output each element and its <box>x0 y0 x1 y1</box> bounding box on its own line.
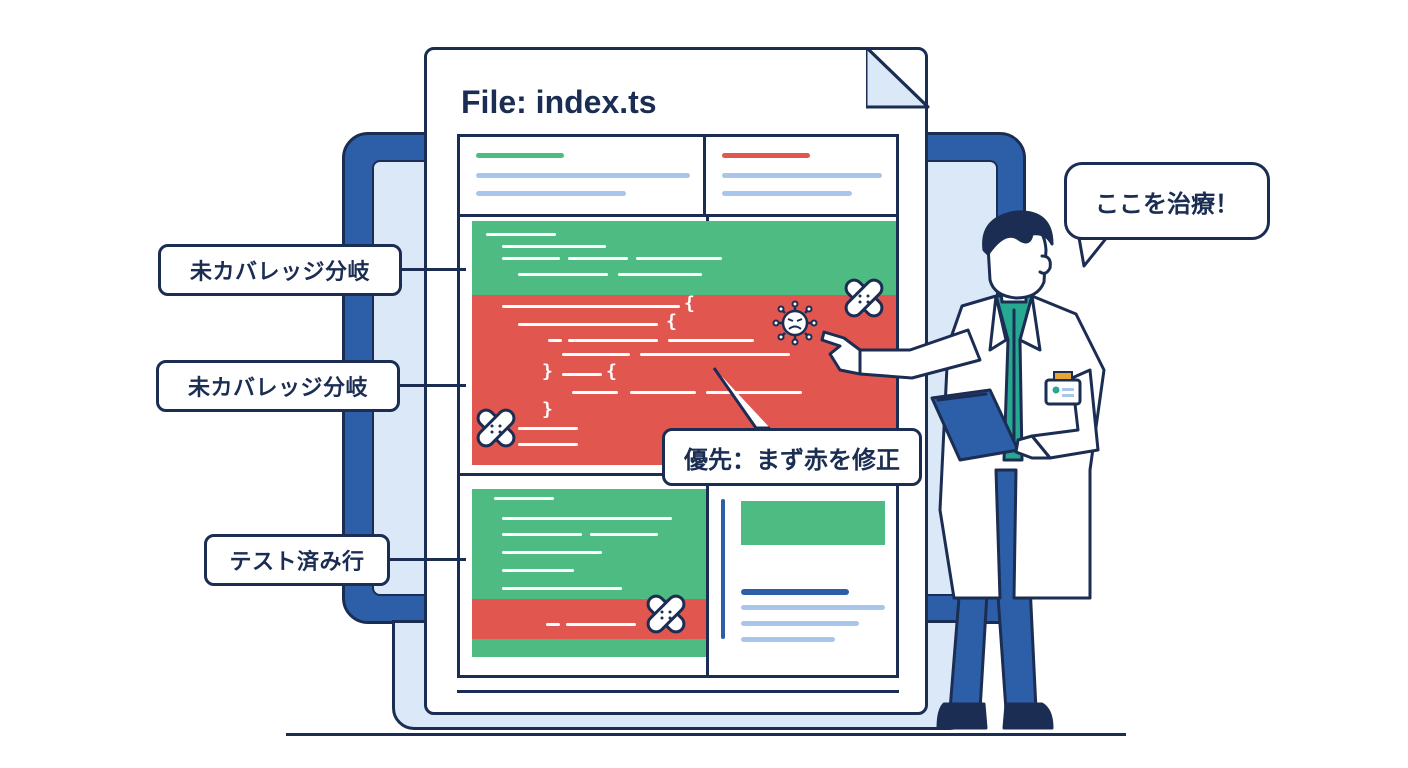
code-line <box>502 517 672 520</box>
header-line <box>722 191 852 196</box>
code-brace: } <box>542 361 553 382</box>
summary-green-block <box>741 501 885 545</box>
header-bar-red <box>722 153 810 158</box>
code-line <box>518 273 608 276</box>
cell-divider-vertical <box>706 476 709 675</box>
code-line <box>572 391 618 394</box>
header-line <box>722 173 882 178</box>
priority-callout: 優先：まず赤を修正 <box>662 428 922 486</box>
code-brace: { <box>684 293 695 314</box>
bandage-icon <box>476 408 516 448</box>
file-title: File: index.ts <box>461 84 657 120</box>
leader-line <box>390 558 466 561</box>
code-brace: { <box>666 311 677 332</box>
code-line <box>668 339 754 342</box>
code-frame: { { } { } <box>457 134 899 678</box>
id-badge-icon <box>1052 371 1074 397</box>
folded-corner <box>866 47 930 109</box>
summary-blue-bar <box>741 589 849 595</box>
code-line <box>706 391 802 394</box>
code-line <box>502 533 582 536</box>
doc-footer-line <box>457 690 899 693</box>
code-line <box>502 245 606 248</box>
code-line <box>630 391 696 394</box>
covered-code-block <box>472 221 896 295</box>
code-line <box>562 373 602 376</box>
virus-icon <box>772 300 818 346</box>
code-line <box>486 233 556 236</box>
callout-pointer <box>712 367 770 430</box>
summary-scroll-bar <box>721 499 725 639</box>
code-line <box>636 257 722 260</box>
code-line <box>618 273 702 276</box>
label-uncovered-branch-2: 未カバレッジ分岐 <box>156 360 400 412</box>
label-uncovered-branch-1: 未カバレッジ分岐 <box>158 244 402 296</box>
code-file-document: File: index.ts { { <box>424 47 928 715</box>
code-line <box>502 305 680 308</box>
code-line <box>502 569 574 572</box>
header-line <box>476 191 626 196</box>
summary-cell <box>709 489 896 675</box>
code-line <box>518 323 658 326</box>
header-bar-green <box>476 153 564 158</box>
code-line <box>548 339 562 342</box>
code-line <box>590 533 658 536</box>
doctor-figure <box>820 210 1106 730</box>
bandage-icon <box>844 278 884 318</box>
code-line <box>562 353 630 356</box>
cell-divider-vertical-top <box>706 217 709 221</box>
summary-line <box>741 605 885 610</box>
code-line <box>518 443 578 446</box>
code-brace: } <box>542 399 553 420</box>
speech-bubble: ここを治療！ <box>1064 162 1270 240</box>
code-line <box>546 623 560 626</box>
code-line <box>502 551 602 554</box>
code-line <box>568 339 658 342</box>
leader-line <box>402 268 466 271</box>
header-cell-covered <box>460 137 706 217</box>
label-tested-lines: テスト済み行 <box>204 534 390 586</box>
ground-line <box>286 733 1126 736</box>
header-line <box>476 173 690 178</box>
leader-line <box>400 384 466 387</box>
code-brace: { <box>606 361 617 382</box>
code-line <box>518 427 578 430</box>
code-line <box>568 257 628 260</box>
code-line <box>566 623 636 626</box>
code-line <box>502 587 622 590</box>
code-line <box>502 257 560 260</box>
summary-line <box>741 637 835 642</box>
bandage-icon <box>646 594 686 634</box>
code-line <box>640 353 790 356</box>
code-line <box>494 497 554 500</box>
header-cell-uncovered <box>706 137 896 217</box>
summary-line <box>741 621 859 626</box>
